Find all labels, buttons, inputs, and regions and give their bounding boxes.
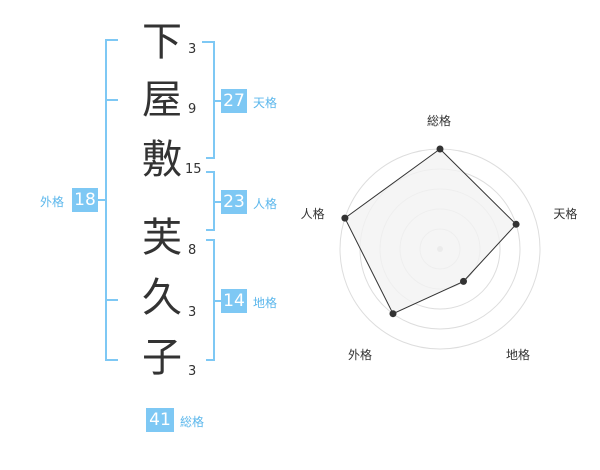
name-char-5: 久	[142, 275, 182, 321]
tenkaku-value: 27	[221, 89, 247, 113]
radar-point-2	[460, 277, 467, 285]
radar-axis-label-tenkaku: 天格	[553, 206, 578, 221]
chikaku-value: 14	[221, 289, 247, 313]
gaikaku-label: 外格	[40, 195, 65, 209]
jinkaku-label: 人格	[253, 197, 278, 211]
radar-axis-label-jinkaku: 人格	[300, 206, 325, 221]
name-char-3: 敷	[142, 137, 182, 183]
name-char-2: 屋	[142, 77, 182, 123]
stroke-count-4: 8	[188, 243, 197, 258]
name-char-1: 下	[142, 19, 182, 65]
stroke-count-5: 3	[188, 305, 197, 320]
radar-point-4	[341, 214, 349, 222]
radar-polygon	[344, 148, 517, 315]
soukaku-label: 総格	[180, 415, 205, 429]
stroke-count-3: 15	[185, 162, 202, 177]
chikaku-label: 地格	[253, 296, 278, 310]
name-char-6: 子	[142, 335, 182, 381]
radar-point-3	[389, 310, 397, 318]
gaikaku-value: 18	[72, 188, 98, 212]
stroke-count-1: 3	[188, 42, 197, 57]
stroke-count-2: 9	[188, 102, 197, 117]
stroke-count-6: 3	[188, 364, 197, 379]
radar-axis-label-soukaku: 総格	[427, 114, 452, 128]
radar-point-0	[436, 145, 444, 153]
tenkaku-label: 天格	[253, 96, 278, 110]
soukaku-value: 41	[146, 408, 174, 432]
radar-point-1	[512, 220, 520, 228]
radar-axis-label-chikaku: 地格	[506, 348, 531, 363]
name-char-4: 芙	[142, 215, 182, 261]
jinkaku-value: 23	[221, 190, 247, 214]
radar-axis-label-gaikaku: 外格	[347, 348, 372, 363]
